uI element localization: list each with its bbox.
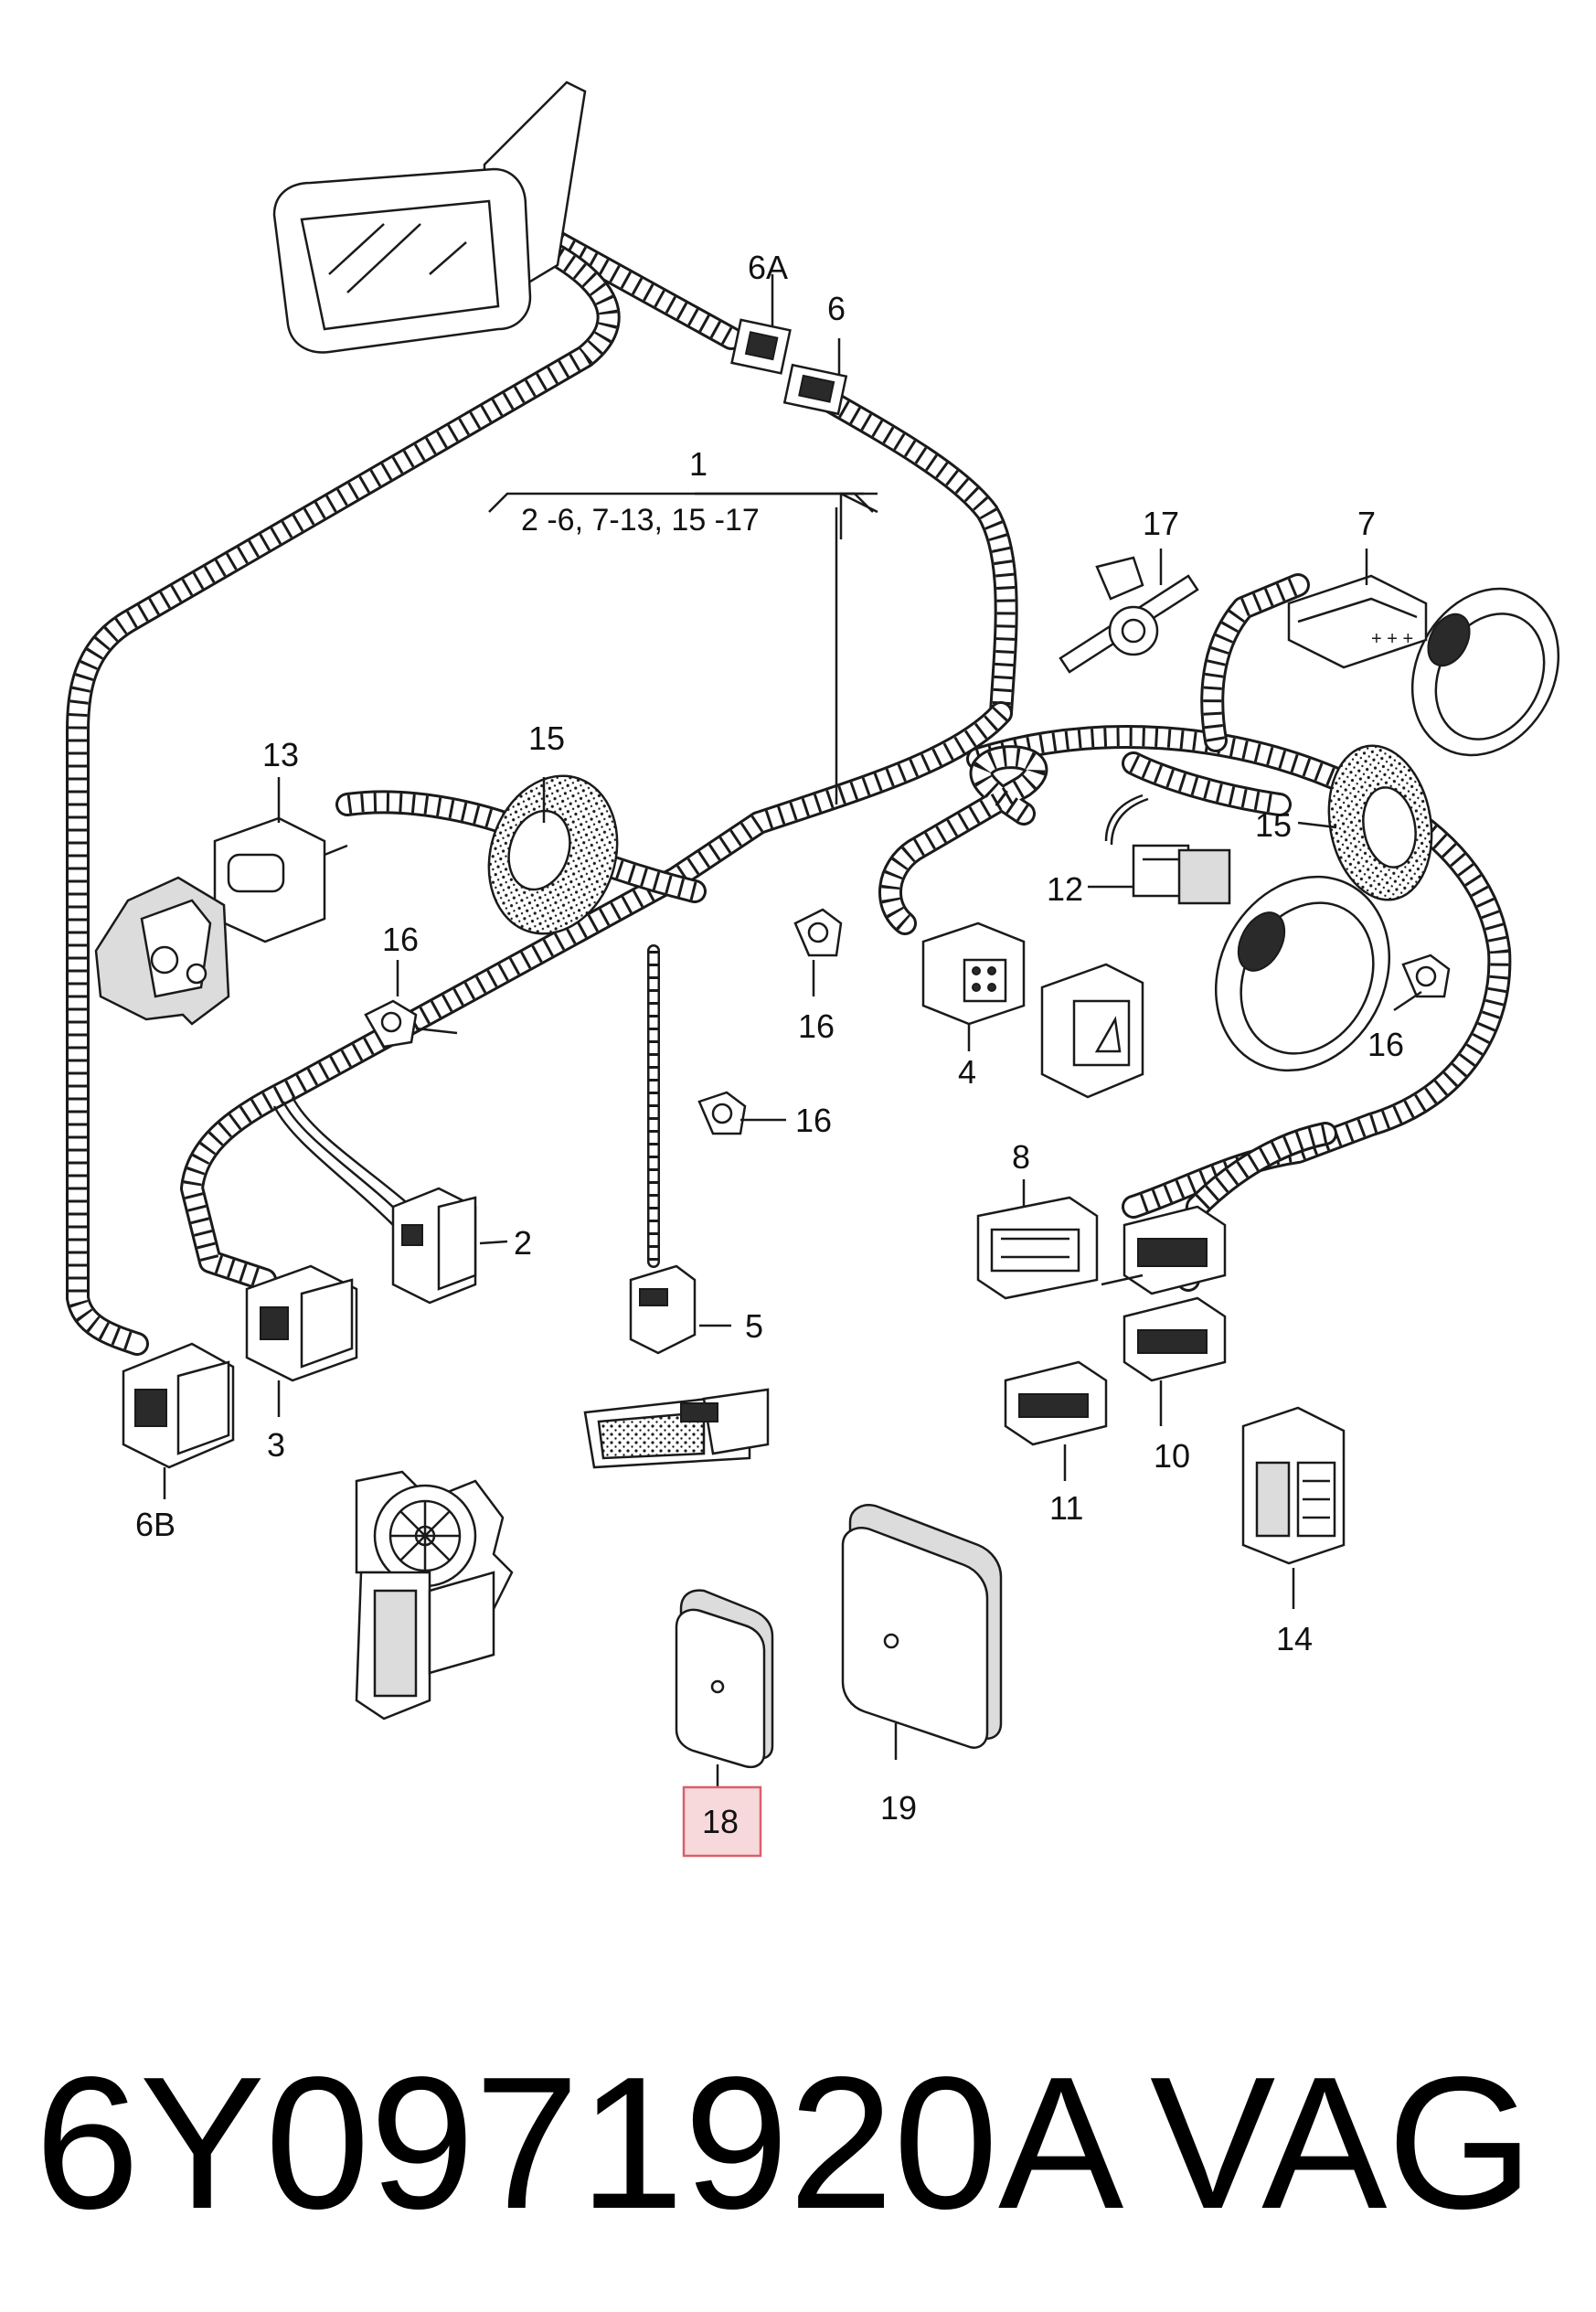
callout-6: 6 [827, 290, 846, 327]
sealing-cap-19 [841, 1504, 1003, 1749]
callout-1: 1 [689, 445, 708, 483]
grommet-15-left [487, 774, 619, 935]
connector-6b [122, 1342, 235, 1469]
connector-middle [1123, 1205, 1227, 1295]
callout-19: 19 [880, 1789, 917, 1827]
connector-8 [976, 1196, 1099, 1300]
connector-12 [1132, 844, 1231, 905]
sealing-cap-18 [675, 1589, 774, 1769]
callout-5: 5 [745, 1307, 763, 1345]
speaker-upper [1410, 587, 1560, 757]
side-mirror [272, 80, 587, 354]
callout-10: 10 [1154, 1437, 1190, 1475]
window-switch [1040, 963, 1144, 1099]
clip-17 [1059, 556, 1199, 674]
connector-7: + + + [1287, 574, 1428, 669]
door-wiring-harness [66, 230, 1512, 1356]
connector-4 [921, 922, 1026, 1026]
callout-7: 7 [1357, 505, 1376, 542]
callout-15-left: 15 [528, 719, 565, 757]
connector-11 [1004, 1360, 1108, 1446]
connector-6 [782, 363, 848, 416]
connector-5 [629, 1264, 697, 1355]
connector-3 [245, 1264, 358, 1382]
callout-3: 3 [267, 1426, 285, 1464]
callout-2: 2 [514, 1224, 532, 1262]
callout-8: 8 [1012, 1138, 1030, 1176]
clip-16-d [1401, 954, 1451, 998]
callout-16-a: 16 [382, 921, 419, 958]
callout-17: 17 [1143, 505, 1179, 542]
callout-11: 11 [1049, 1489, 1083, 1527]
connector-13 [213, 816, 348, 943]
callout-16-b: 16 [798, 1007, 835, 1045]
svg-text:+ + +: + + + [1371, 629, 1413, 649]
door-lock [94, 876, 230, 1026]
leader-lines [163, 274, 1422, 1801]
connector-14 [1241, 1406, 1346, 1565]
clip-16-c [697, 1091, 747, 1135]
callout-4: 4 [958, 1053, 976, 1091]
callout-14: 14 [1276, 1620, 1313, 1657]
connector-6a [730, 318, 792, 375]
callout-6a: 6A [748, 249, 788, 286]
window-regulator-motor [355, 1470, 514, 1721]
callout-18-highlight[interactable]: 18 [682, 1785, 762, 1858]
callout-labels: 1 2 -6, 7-13, 15 -17 6A 6 17 7 13 15 15 … [135, 249, 1404, 1827]
callout-12: 12 [1047, 870, 1083, 908]
callout-18: 18 [702, 1803, 739, 1840]
courtesy-light [583, 1388, 770, 1469]
connector-10 [1123, 1296, 1227, 1382]
speaker-lower [1214, 875, 1391, 1072]
part-number: 6Y0971920A [35, 2038, 1123, 2248]
connector-2 [391, 1187, 477, 1305]
grommet-15-right [1327, 744, 1433, 901]
callout-15-right: 15 [1255, 806, 1292, 844]
clip-16-a [364, 999, 418, 1049]
group-range-label: 2 -6, 7-13, 15 -17 [521, 503, 760, 538]
callout-6b: 6B [135, 1506, 176, 1543]
callout-16-d: 16 [1367, 1026, 1404, 1063]
callout-18-box [682, 1785, 762, 1858]
callout-16-c: 16 [795, 1102, 832, 1139]
clip-16-b [793, 908, 843, 957]
callout-13: 13 [262, 736, 299, 773]
brand-label: VAG [1150, 2038, 1534, 2248]
